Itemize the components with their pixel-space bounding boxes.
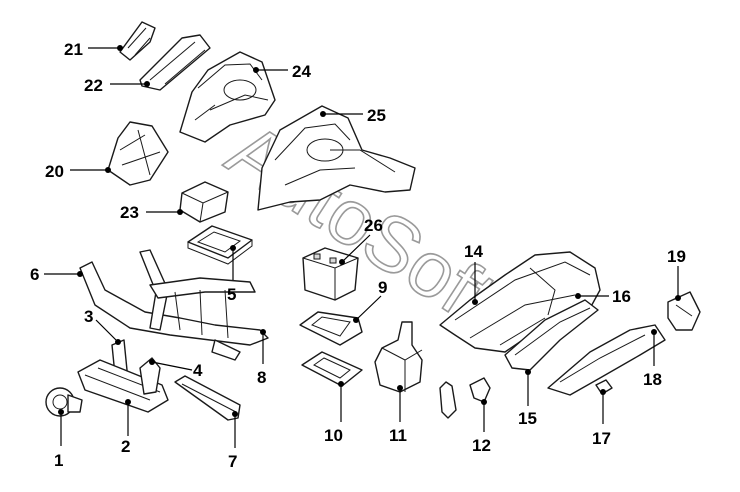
callout-21: 21 [64, 40, 83, 59]
part-24 [179, 51, 276, 143]
callout-numbers: 1 2 3 4 5 6 7 8 9 10 11 12 14 15 16 17 1… [30, 40, 686, 471]
callout-7: 7 [228, 452, 237, 471]
callout-16: 16 [612, 287, 631, 306]
callout-5: 5 [227, 285, 236, 304]
part-1 [45, 387, 83, 417]
part-6-8 [79, 249, 269, 361]
part-19 [667, 291, 701, 331]
callout-20: 20 [45, 162, 64, 181]
callout-23: 23 [120, 203, 139, 222]
callout-14: 14 [464, 242, 483, 261]
part-7 [174, 375, 241, 421]
part-10 [301, 351, 363, 387]
callout-4: 4 [193, 361, 203, 380]
part-12 [439, 377, 491, 419]
callout-11: 11 [389, 426, 407, 445]
callout-25: 25 [367, 106, 386, 125]
callout-2: 2 [121, 437, 130, 456]
callout-24: 24 [292, 62, 311, 81]
callout-19: 19 [667, 247, 686, 266]
part-22 [139, 34, 211, 91]
part-4 [139, 357, 161, 395]
part-20 [107, 121, 169, 186]
part-25 [257, 105, 416, 211]
callout-8: 8 [257, 368, 266, 387]
callout-26: 26 [364, 216, 383, 235]
callout-18: 18 [643, 370, 662, 389]
callout-10: 10 [324, 426, 343, 445]
part-21 [119, 21, 156, 61]
part-17 [595, 379, 613, 395]
part-9 [299, 311, 363, 346]
callout-17: 17 [592, 429, 611, 448]
part-23 [179, 181, 229, 223]
part-15 [504, 299, 599, 371]
callout-9: 9 [378, 278, 387, 297]
leader-lines [44, 45, 681, 448]
part-14-16 [439, 251, 601, 353]
callout-6: 6 [30, 265, 39, 284]
part-5 [187, 225, 253, 265]
callout-22: 22 [84, 76, 103, 95]
callout-3: 3 [84, 307, 93, 326]
part-26 [302, 247, 359, 301]
part-11 [374, 321, 423, 393]
callout-15: 15 [518, 409, 537, 428]
part-18 [547, 324, 666, 396]
callout-1: 1 [54, 451, 63, 470]
callout-12: 12 [472, 436, 491, 455]
